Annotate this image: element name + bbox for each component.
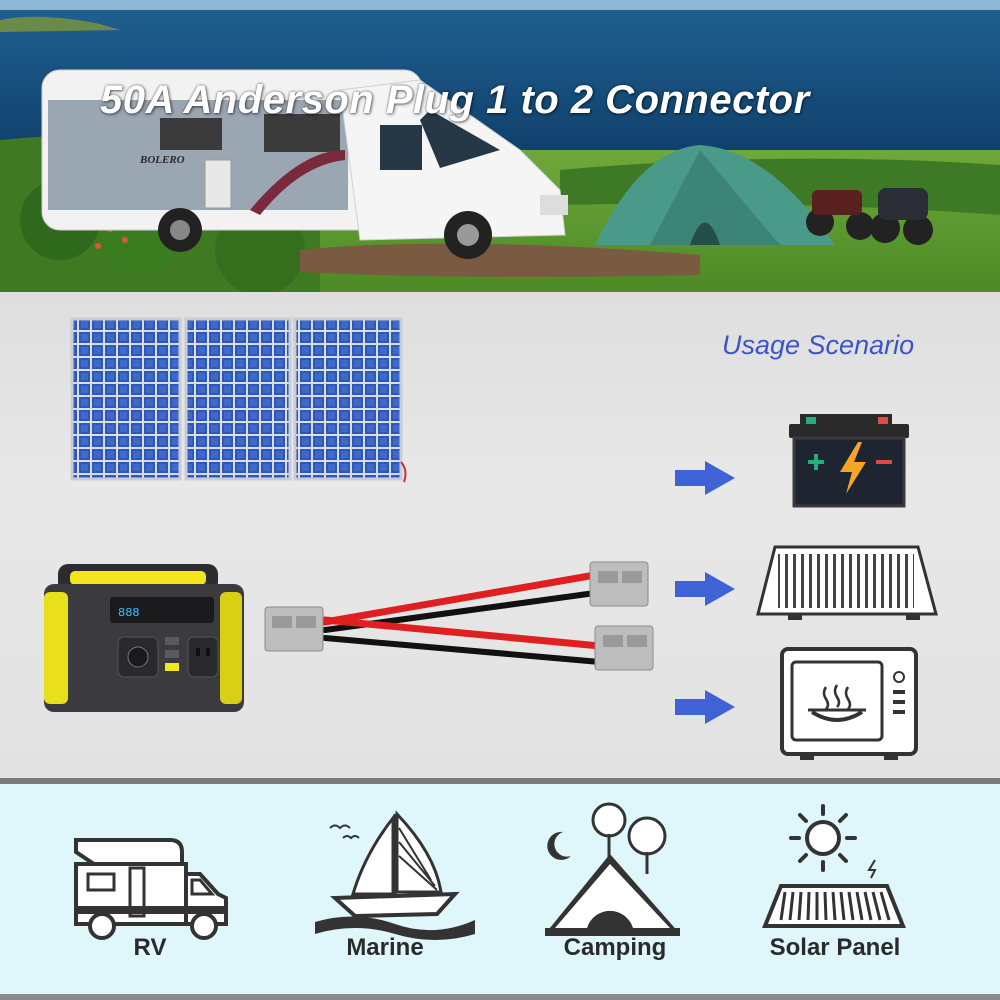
solar-panels: [70, 317, 407, 483]
power-station: 888: [44, 564, 244, 712]
application-camping: Camping: [515, 784, 715, 994]
rv-icon: [74, 838, 228, 940]
arrow-to-microwave: [675, 690, 735, 724]
solar-panel: [70, 317, 182, 481]
y-cable: [321, 571, 604, 665]
application-solar-panel: Solar Panel: [735, 784, 935, 994]
anderson-connector-input: [264, 606, 324, 652]
panel-icon: [756, 545, 938, 620]
hero-title: 50A Anderson Plug 1 to 2 Connector: [100, 78, 810, 122]
usage-scenario-panel: 888: [0, 292, 1000, 780]
anderson-connector-output-1: [589, 561, 649, 607]
anderson-connector-output-2: [594, 625, 654, 671]
application-label: RV: [133, 934, 167, 961]
motorhome: BOLERO: [41, 69, 568, 259]
usage-diagram: 888: [44, 317, 938, 760]
section-divider: [0, 778, 1000, 784]
application-label: Camping: [563, 934, 667, 961]
tent-icon: [545, 802, 680, 936]
microwave-icon: [780, 647, 918, 760]
campsite-scene: BOLERO: [0, 0, 1000, 292]
application-label: Solar Panel: [769, 934, 901, 961]
usage-scenario-title: Usage Scenario: [722, 330, 915, 360]
application-marine: Marine: [285, 784, 485, 994]
applications-strip: RV Marine: [0, 784, 1000, 994]
application-label: Marine: [346, 934, 424, 961]
arrow-to-panel: [675, 572, 735, 606]
motorcycles: [806, 188, 933, 245]
svg-text:888: 888: [118, 606, 140, 620]
sailboat-icon: [315, 810, 475, 940]
bottom-border: [0, 994, 1000, 1000]
sun-solar-panel-icon: [762, 804, 906, 928]
battery-icon: [789, 414, 909, 508]
solar-panel: [293, 317, 403, 481]
application-rv: RV: [50, 784, 250, 994]
arrow-to-battery: [675, 461, 735, 495]
solar-panel: [184, 317, 292, 481]
arrows: [675, 461, 735, 724]
dome-tent: [595, 145, 835, 245]
hero-photo: BOLERO 50A Anderson Plug: [0, 0, 1000, 292]
rv-decal-text: BOLERO: [139, 154, 185, 166]
